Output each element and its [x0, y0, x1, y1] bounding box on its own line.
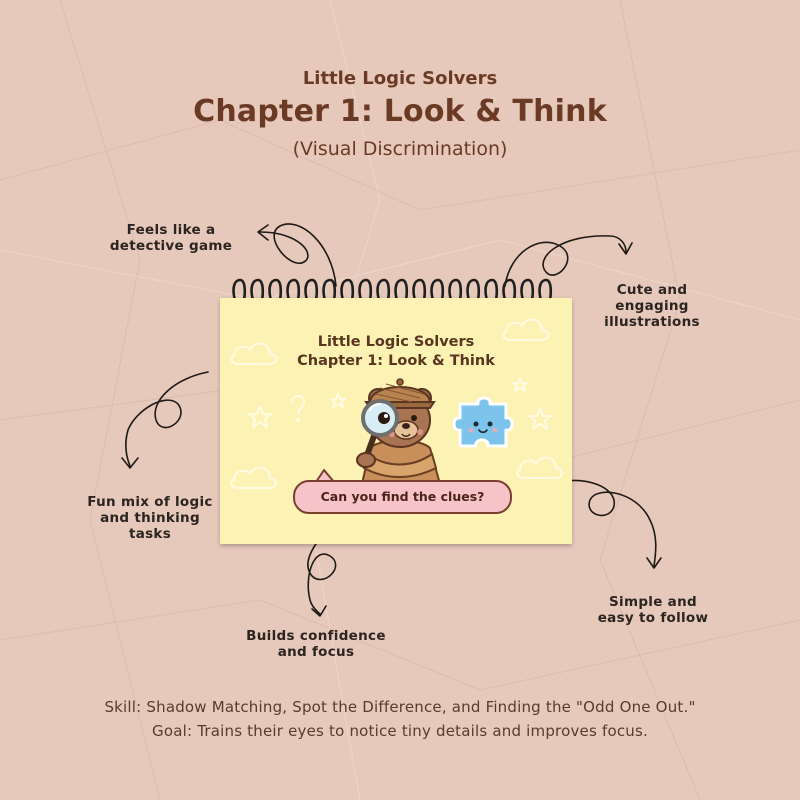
- goal-text: Goal: Trains their eyes to notice tiny d…: [152, 722, 648, 740]
- callout-line: Builds confidence: [246, 628, 386, 644]
- callout-line: Feels like a: [126, 222, 216, 238]
- chapter-subtitle: (Visual Discrimination): [292, 138, 508, 160]
- curly-arrow-icon: [121, 371, 209, 469]
- callout-line: and focus: [277, 644, 355, 660]
- curly-arrow-icon: [307, 521, 337, 617]
- callout-line: illustrations: [604, 314, 700, 330]
- notebook-cover: Little Logic Solvers Chapter 1: Look & T…: [220, 298, 572, 544]
- magnifying-glass-icon: [361, 399, 399, 461]
- callout-line: and thinking: [100, 510, 200, 526]
- callout-simple: Simple and easy to follow: [578, 594, 728, 626]
- callout-line: tasks: [128, 526, 172, 542]
- spiral-binding: [232, 278, 553, 310]
- series-title: Little Logic Solvers: [302, 68, 498, 89]
- callout-line: Fun mix of logic: [87, 494, 213, 510]
- callout-logic-mix: Fun mix of logic and thinking tasks: [70, 494, 230, 542]
- callout-line: easy to follow: [597, 610, 709, 626]
- speech-bubble: Can you find the clues?: [293, 480, 512, 514]
- callout-line: detective game: [109, 238, 233, 254]
- callout-detective: Feels like a detective game: [96, 222, 246, 254]
- callout-line: Simple and: [609, 594, 697, 610]
- skill-text: Skill: Shadow Matching, Spot the Differe…: [104, 698, 696, 716]
- curly-arrow-icon: [504, 235, 633, 287]
- curly-arrow-icon: [257, 223, 337, 287]
- curly-arrow-icon: [553, 479, 662, 569]
- callout-illustrations: Cute and engaging illustrations: [584, 282, 720, 330]
- chapter-title: Chapter 1: Look & Think: [193, 94, 607, 129]
- callout-line: Cute and: [616, 282, 688, 298]
- callout-confidence: Builds confidence and focus: [226, 628, 406, 660]
- notebook-chapter-title: Chapter 1: Look & Think: [297, 353, 495, 369]
- puzzle-piece-icon: [452, 396, 514, 448]
- bear-detective-illustration: [356, 378, 442, 485]
- notebook-series-title: Little Logic Solvers: [317, 334, 475, 350]
- callout-line: engaging: [615, 298, 689, 314]
